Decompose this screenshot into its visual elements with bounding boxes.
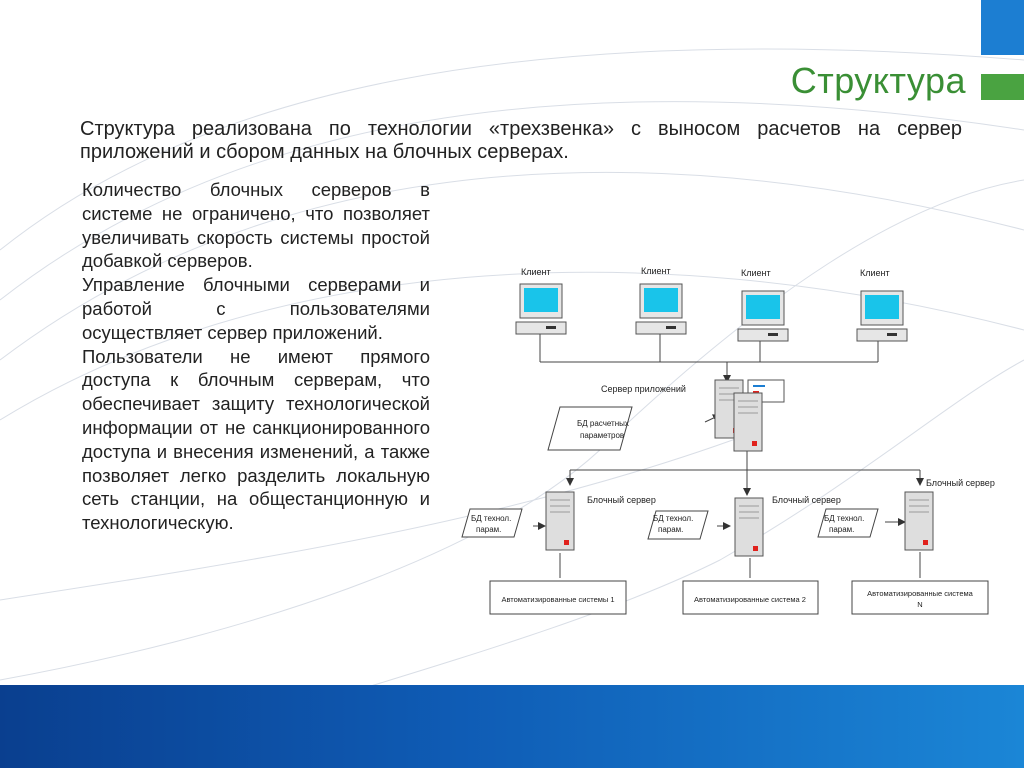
app-server-label: Сервер приложений bbox=[601, 384, 686, 394]
client-label: Клиент bbox=[860, 268, 890, 278]
slide-title: Структура bbox=[790, 60, 966, 101]
paragraph-block-servers: Количество блочных серверов в системе не… bbox=[82, 179, 430, 272]
automated-system-2 bbox=[682, 580, 819, 615]
block-db-n bbox=[817, 508, 879, 538]
system-label: Автоматизированные системы 1 bbox=[501, 595, 614, 604]
corner-accent-blue bbox=[981, 0, 1024, 55]
db-label-line-2: параметров bbox=[580, 431, 624, 440]
intro-text: Структура реализована по технологии «тре… bbox=[80, 118, 962, 163]
db-label-line-2: парам. bbox=[476, 525, 501, 534]
db-label-line-1: БД технол. bbox=[653, 514, 693, 523]
db-label-line-1: БД технол. bbox=[471, 514, 511, 523]
system-label-line-2: N bbox=[917, 600, 922, 609]
corner-accent-green bbox=[981, 74, 1024, 100]
client-4: Клиент bbox=[856, 268, 908, 342]
client-label: Клиент bbox=[741, 268, 771, 278]
system-label: Автоматизированные система 2 bbox=[694, 595, 806, 604]
footer-band bbox=[0, 685, 1024, 768]
client-label: Клиент bbox=[521, 267, 551, 277]
db-label-line-2: парам. bbox=[829, 525, 854, 534]
system-label-line-1: Автоматизированные система bbox=[867, 589, 973, 598]
block-server-label: Блочный сервер bbox=[772, 495, 841, 505]
body-text: Количество блочных серверов в системе не… bbox=[82, 178, 430, 535]
connection-lines bbox=[533, 332, 924, 578]
block-server-n: Блочный сервер БД технол. парам. Автомат… bbox=[817, 478, 995, 615]
db-label-line-1: БД расчетных bbox=[577, 419, 629, 428]
client-label: Клиент bbox=[641, 266, 671, 276]
block-db-2 bbox=[647, 510, 709, 540]
app-server-db: БД расчетных параметров bbox=[547, 406, 633, 451]
block-db-1 bbox=[461, 508, 523, 538]
client-1: Клиент bbox=[515, 267, 567, 335]
block-server-label: Блочный сервер bbox=[926, 478, 995, 488]
automated-system-n bbox=[851, 580, 989, 615]
automated-system-1 bbox=[489, 580, 627, 615]
client-2: Клиент bbox=[635, 266, 687, 335]
block-server-1: Блочный сервер БД технол. парам. Автомат… bbox=[461, 491, 656, 615]
architecture-diagram: Клиент Клиент Клиент Клиент Сервер прило… bbox=[461, 266, 995, 615]
app-server: Сервер приложений bbox=[601, 379, 785, 452]
paragraph-access: Пользователи не имеют прямого доступа к … bbox=[82, 345, 430, 534]
block-server-label: Блочный сервер bbox=[587, 495, 656, 505]
paragraph-management: Управление блочными серверами и работой … bbox=[82, 274, 430, 343]
db-label-line-1: БД технол. bbox=[824, 514, 864, 523]
client-3: Клиент bbox=[737, 268, 789, 342]
block-server-2: Блочный сервер БД технол. парам. Автомат… bbox=[647, 495, 841, 615]
db-label-line-2: парам. bbox=[658, 525, 683, 534]
